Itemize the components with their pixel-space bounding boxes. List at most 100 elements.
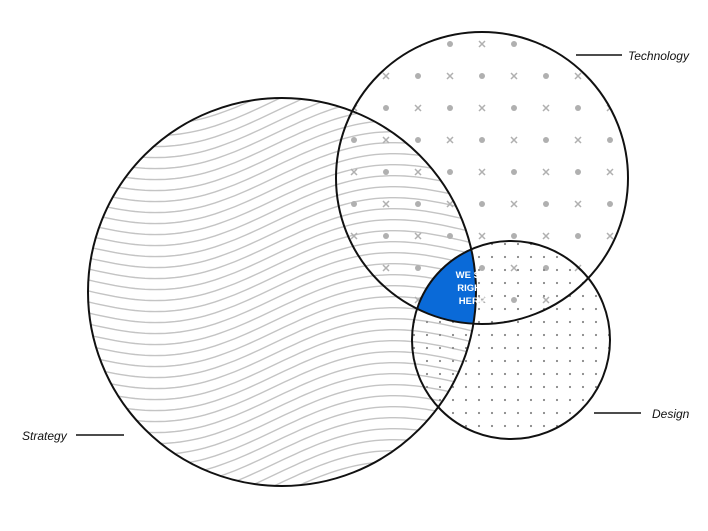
wave-line	[88, 98, 476, 148]
pattern-dot	[415, 137, 421, 143]
pattern-small-dot	[568, 437, 572, 439]
pattern-small-dot	[607, 307, 610, 311]
pattern-dot	[447, 233, 453, 239]
pattern-small-dot	[425, 385, 429, 389]
pattern-dot	[511, 41, 517, 47]
pattern-small-dot	[477, 359, 481, 363]
pattern-small-dot	[581, 424, 585, 428]
strategy-circle	[87, 97, 477, 487]
pattern-cross	[606, 232, 614, 240]
pattern-cross	[350, 232, 358, 240]
pattern-small-dot	[568, 320, 572, 324]
pattern-small-dot	[477, 320, 481, 324]
pattern-dot	[511, 169, 517, 175]
pattern-small-dot	[542, 255, 546, 259]
pattern-cross	[382, 72, 390, 80]
pattern-small-dot	[555, 294, 559, 298]
pattern-small-dot	[438, 359, 442, 363]
pattern-small-dot	[594, 242, 598, 246]
design-label: Design	[652, 407, 690, 421]
pattern-dot	[415, 265, 421, 271]
pattern-small-dot	[568, 268, 572, 272]
pattern-small-dot	[607, 294, 610, 298]
pattern-cross	[510, 200, 518, 208]
pattern-cross	[414, 168, 422, 176]
technology-dot-cross-pattern	[350, 40, 614, 304]
pattern-small-dot	[451, 372, 455, 376]
pattern-small-dot	[542, 372, 546, 376]
pattern-small-dot	[542, 424, 546, 428]
pattern-small-dot	[477, 281, 481, 285]
pattern-small-dot	[555, 268, 559, 272]
pattern-small-dot	[477, 268, 481, 272]
pattern-dot	[415, 73, 421, 79]
strategy-label: Strategy	[22, 429, 68, 443]
pattern-small-dot	[516, 359, 520, 363]
pattern-cross	[606, 296, 614, 304]
pattern-small-dot	[490, 424, 494, 428]
pattern-small-dot	[568, 398, 572, 402]
pattern-small-dot	[555, 346, 559, 350]
pattern-small-dot	[464, 437, 468, 439]
wave-line	[88, 252, 476, 324]
pattern-small-dot	[607, 372, 610, 376]
pattern-dot	[447, 41, 453, 47]
pattern-small-dot	[490, 255, 494, 259]
pattern-small-dot	[542, 320, 546, 324]
wave-line	[88, 406, 476, 478]
pattern-cross	[542, 232, 550, 240]
pattern-small-dot	[516, 411, 520, 415]
pattern-small-dot	[607, 268, 610, 272]
pattern-small-dot	[503, 294, 507, 298]
pattern-small-dot	[464, 333, 468, 337]
pattern-small-dot	[412, 398, 416, 402]
pattern-small-dot	[581, 346, 585, 350]
wave-line	[88, 384, 476, 456]
pattern-small-dot	[581, 385, 585, 389]
pattern-cross	[478, 40, 486, 48]
pattern-cross	[510, 72, 518, 80]
pattern-small-dot	[412, 333, 416, 337]
pattern-small-dot	[568, 346, 572, 350]
pattern-small-dot	[438, 424, 442, 428]
pattern-small-dot	[490, 281, 494, 285]
pattern-small-dot	[516, 398, 520, 402]
pattern-small-dot	[555, 372, 559, 376]
wave-line	[88, 98, 476, 126]
pattern-dot	[607, 265, 613, 271]
wave-line	[88, 186, 476, 258]
wave-line	[88, 428, 476, 486]
pattern-small-dot	[425, 411, 429, 415]
pattern-small-dot	[581, 398, 585, 402]
pattern-dot	[351, 137, 357, 143]
wave-line	[88, 340, 476, 412]
wave-line	[88, 98, 476, 170]
pattern-small-dot	[555, 307, 559, 311]
pattern-cross	[382, 200, 390, 208]
pattern-cross	[510, 136, 518, 144]
pattern-small-dot	[594, 333, 598, 337]
pattern-small-dot	[529, 320, 533, 324]
pattern-cross	[446, 200, 454, 208]
wave-line	[88, 263, 476, 335]
pattern-small-dot	[503, 411, 507, 415]
pattern-small-dot	[477, 398, 481, 402]
pattern-small-dot	[464, 424, 468, 428]
pattern-small-dot	[490, 372, 494, 376]
pattern-small-dot	[542, 359, 546, 363]
pattern-small-dot	[451, 424, 455, 428]
pattern-small-dot	[555, 242, 559, 246]
pattern-small-dot	[477, 242, 481, 246]
pattern-dot	[415, 201, 421, 207]
pattern-dot	[543, 137, 549, 143]
pattern-small-dot	[451, 346, 455, 350]
pattern-small-dot	[568, 411, 572, 415]
pattern-small-dot	[490, 385, 494, 389]
pattern-dot	[479, 265, 485, 271]
pattern-small-dot	[607, 281, 610, 285]
pattern-small-dot	[477, 372, 481, 376]
pattern-small-dot	[451, 437, 455, 439]
pattern-small-dot	[581, 242, 585, 246]
pattern-small-dot	[503, 372, 507, 376]
pattern-small-dot	[477, 333, 481, 337]
